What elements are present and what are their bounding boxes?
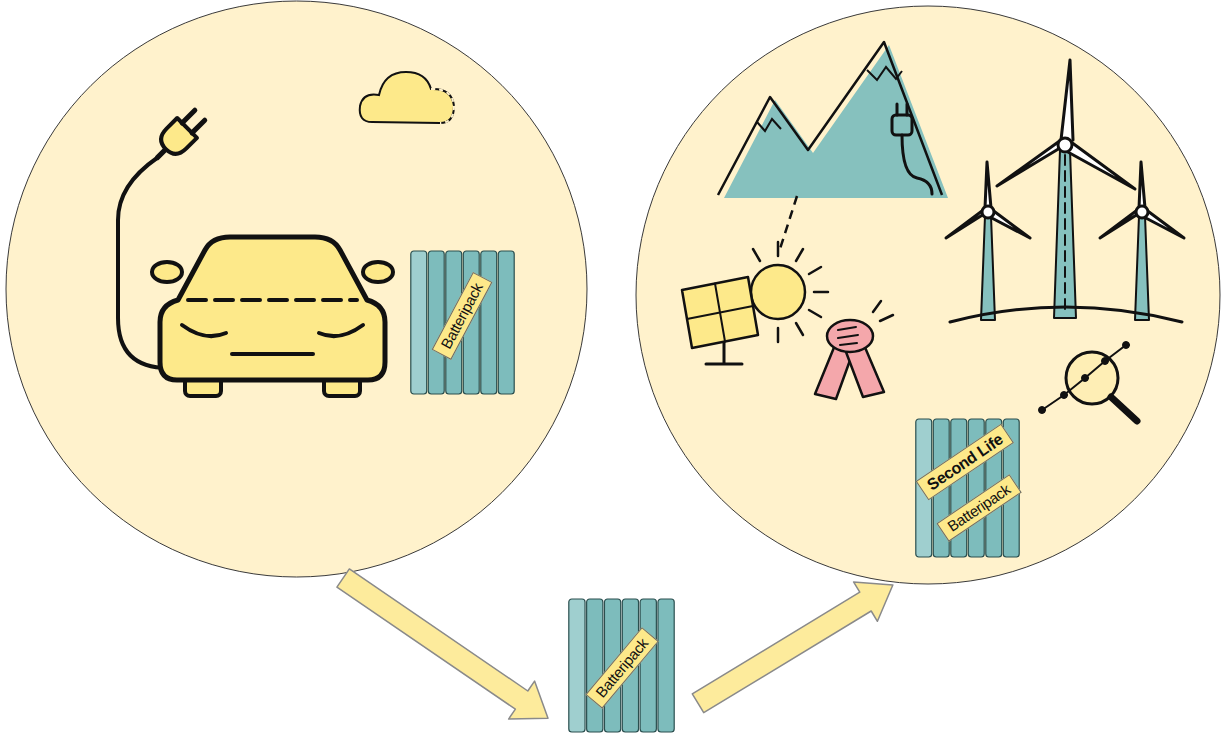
plug-prong [906,104,909,115]
mountain-outline [718,42,942,195]
clasped-hands [827,320,873,352]
turbine-blade [1139,162,1145,208]
scene-circle: Second LifeBatteripack [635,5,1221,585]
dashed-link-line [779,196,797,252]
mountain-shape [724,45,948,198]
turbine-hub [1136,206,1148,218]
battery-cell [428,251,444,394]
sun-ray [809,310,821,317]
sun-disc [751,265,805,319]
turbine-hub [982,206,994,218]
turbine-tower [1135,216,1149,320]
wind-turbines [946,60,1184,322]
scene-circle: Batteripack [5,0,588,578]
battery-cell [481,251,497,394]
graph-dot [1082,375,1089,382]
turbine-blade [1061,60,1073,140]
sun-ray [814,291,828,294]
car-body [160,237,385,380]
sun-ray [777,242,780,256]
handshake-icon [815,301,893,399]
sun-icon [751,242,828,342]
finger-line [838,327,858,345]
car-mirror [363,262,393,282]
plug-prong [192,120,205,133]
panel-stand [723,340,726,363]
plug-head [892,115,912,135]
sun-ray [777,328,780,342]
turbine-blade [997,140,1061,186]
forearm [815,345,853,399]
battery-cell [569,599,585,732]
plug-prong [182,110,195,123]
flow-arrow [337,569,548,719]
car-wheel [185,374,221,396]
snow-line [757,119,781,131]
car-wheel [324,374,360,396]
car-window-line [188,298,357,302]
battery-cell [411,251,427,394]
graph-dot [1123,342,1130,349]
panel-base [706,363,742,366]
battery-cell [640,599,656,732]
motion-mark [880,315,893,321]
plug-cord [157,149,165,157]
graph-dot [1039,407,1046,414]
plug-head [156,118,197,159]
flow-arrow [692,582,893,713]
car-mirror [152,262,182,282]
plug-icon [147,105,209,167]
hydro-plug-icon [892,104,932,194]
battery-pack: Batteripack [410,250,515,395]
circle-shape [6,1,587,577]
charging-cable [118,158,168,368]
turbine-blade [1142,209,1184,238]
panel-grid [687,306,753,319]
turbine-tower [981,216,995,320]
battery-cell [658,599,674,732]
graph-dot [1102,358,1109,365]
second-life-battery: Second LifeBatteripack [915,418,1025,558]
solar-panel-icon [682,277,758,364]
graph-line [1042,345,1126,410]
sun-ray [753,249,760,261]
car-grille [232,352,313,356]
turbine-blade [1066,142,1135,189]
circle-shape [636,6,1220,584]
turbine-blade [946,208,986,238]
forearm [846,345,884,397]
graph-dot [1061,392,1068,399]
sun-ray [796,249,803,261]
cloud-dash [431,89,454,123]
battery-cell [587,599,603,732]
sun-ray [796,323,803,335]
plug-prong [896,104,899,115]
car-headlight [182,325,226,336]
sun-ray [809,267,821,274]
ground-line [950,307,1182,322]
motion-mark [873,301,881,312]
turbine-blade [988,209,1030,238]
battery-pack: Batteripack [548,598,698,733]
solar-panel [682,277,758,348]
panel-grid [715,284,725,342]
turbine-blade [1100,208,1140,238]
turbine-blade [985,162,991,208]
tower-dash [1064,155,1066,315]
turbine-hub [1058,138,1072,152]
car-headlight [319,325,363,336]
battery-cell [498,251,514,394]
turbine-tower [1054,150,1076,318]
cloud-icon [360,72,454,123]
snow-line [867,67,902,80]
plug-cord [902,135,932,194]
magnifier-lens [1066,352,1118,404]
magnifier-icon [1039,342,1138,422]
magnifier-handle [1111,397,1137,421]
car-icon [118,105,393,396]
